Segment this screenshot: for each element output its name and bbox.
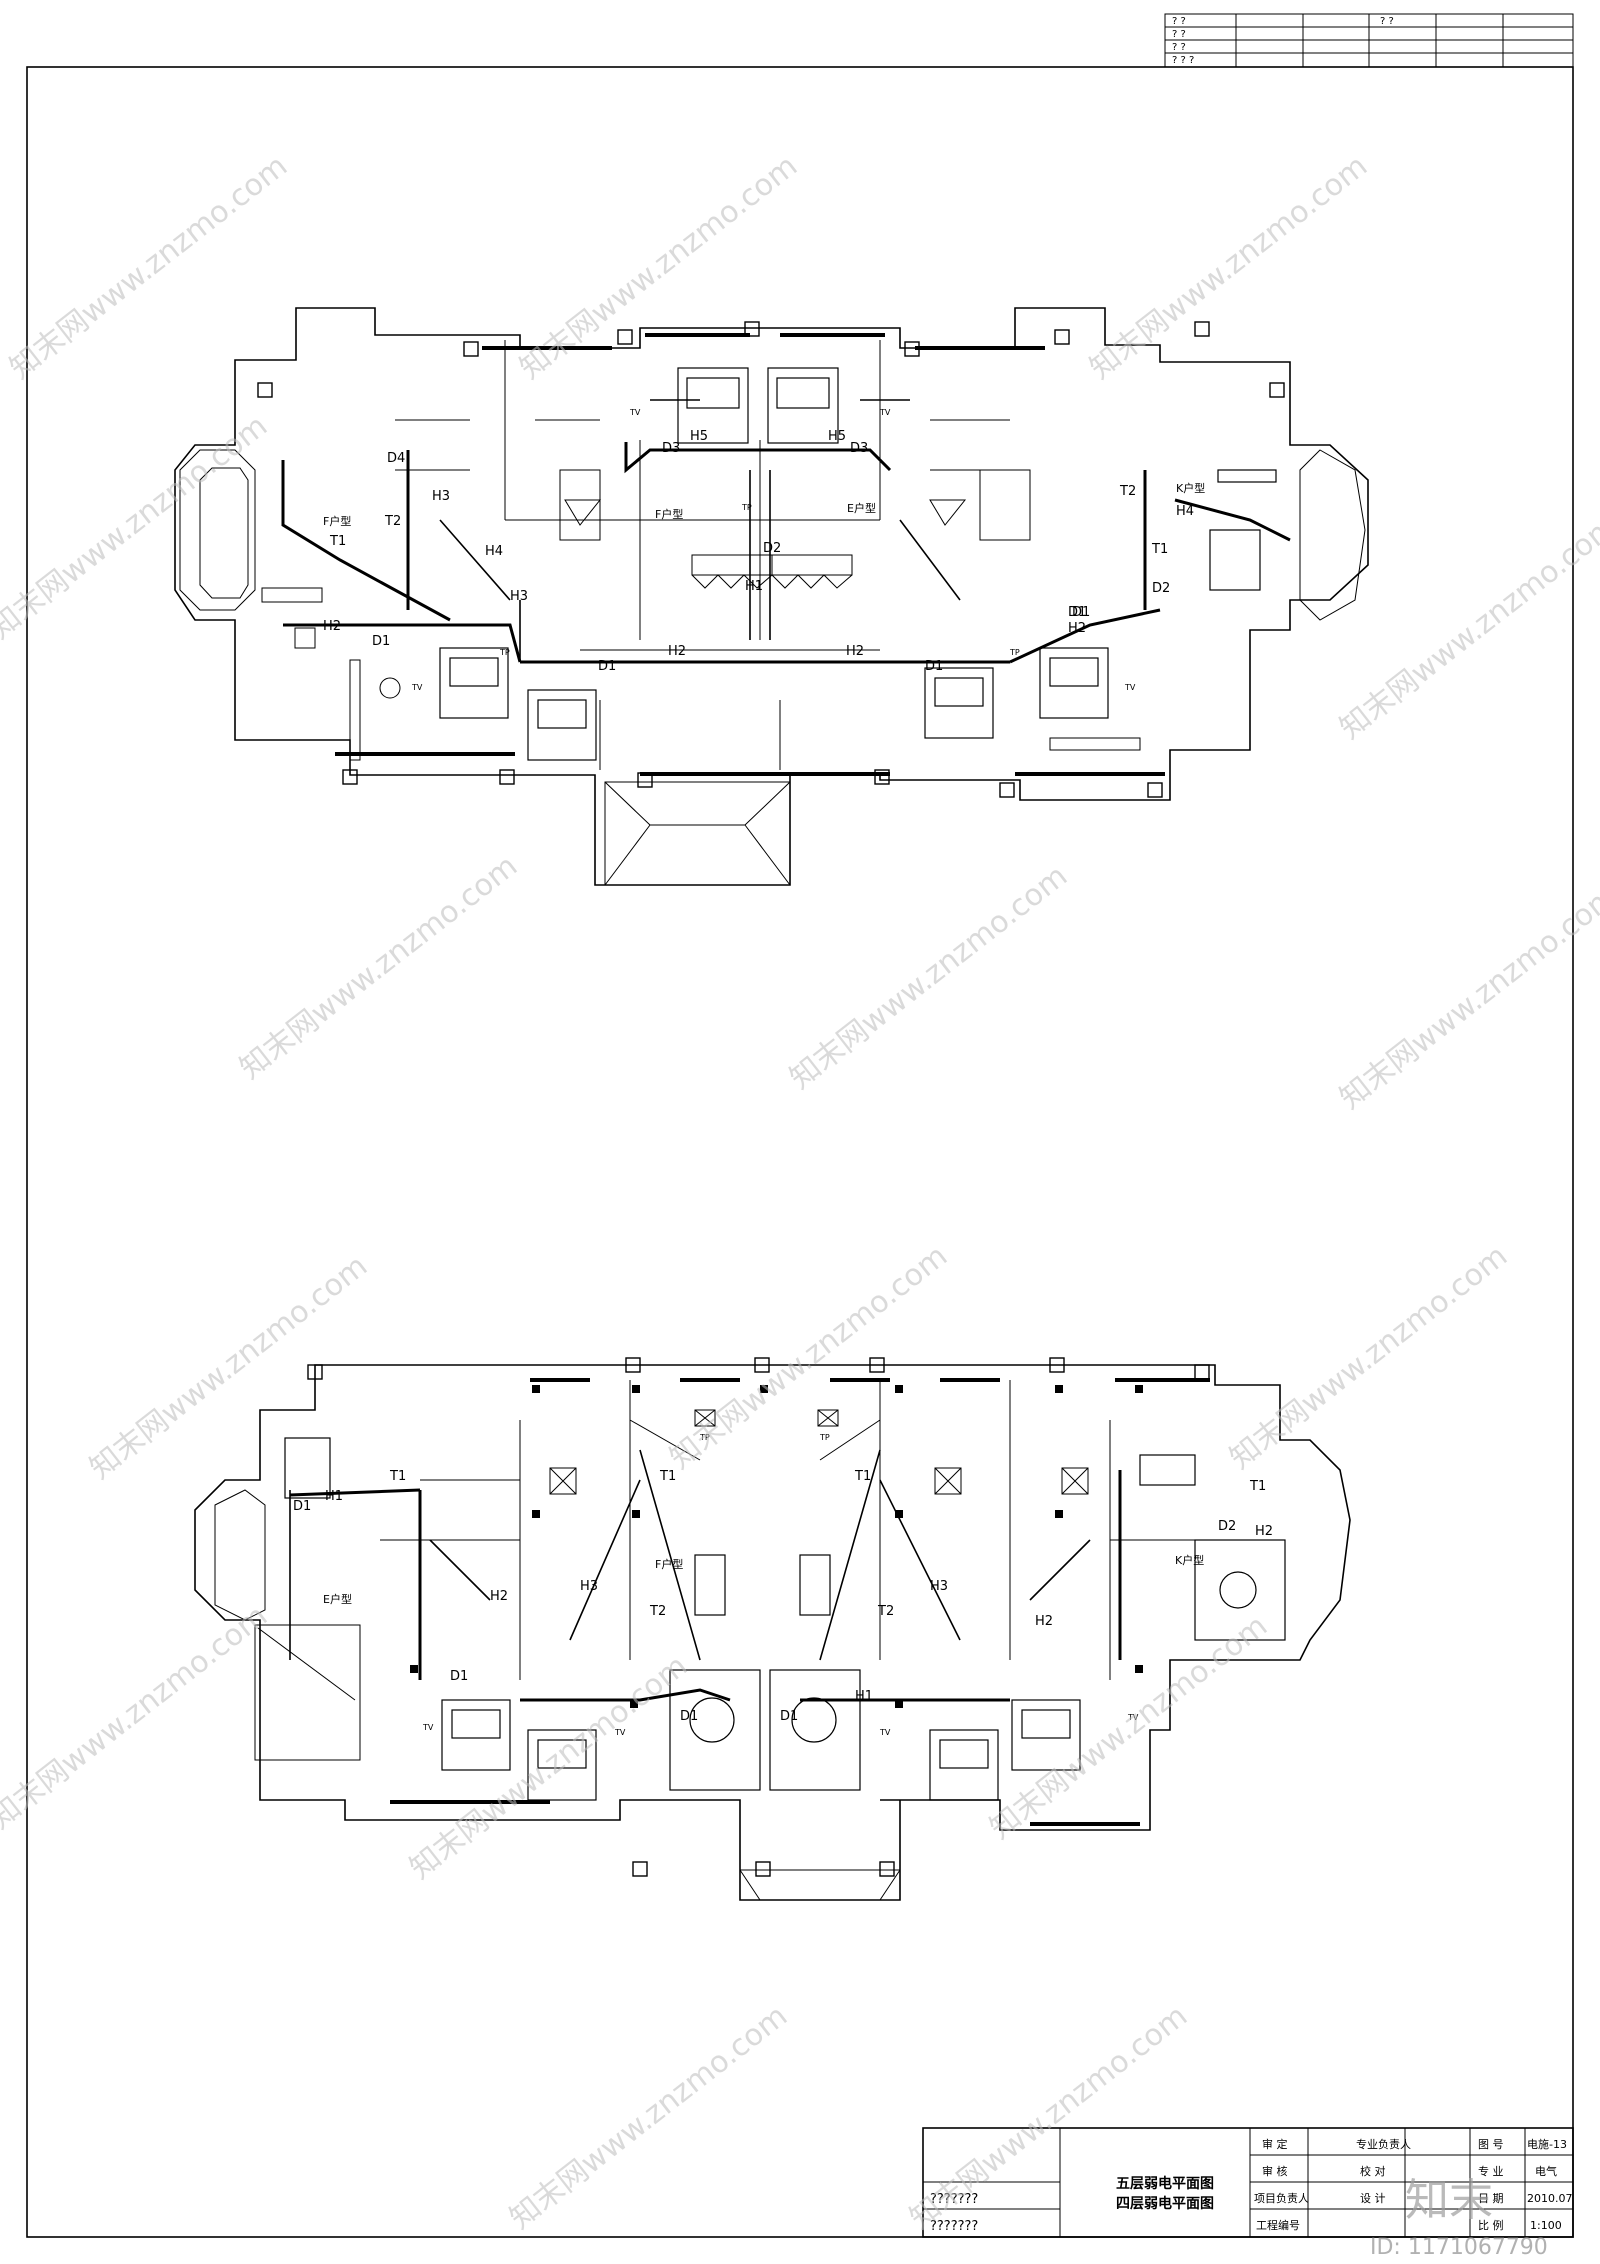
outlet-tag: TP [499, 648, 510, 657]
role-label: 审 核 [1262, 2164, 1288, 2178]
line-label: T1 [389, 1469, 406, 1484]
line-label: D3 [850, 441, 868, 456]
line-label: D1 [598, 659, 616, 674]
line-label: H3 [510, 589, 528, 604]
line-label: D1 [372, 634, 390, 649]
scale-value: 1:100 [1530, 2219, 1562, 2232]
line-label: D2 [1218, 1519, 1236, 1534]
title-block: ??????? ??????? 五层弱电平面图 四层弱电平面图 审 定 审 核 … [922, 2127, 1574, 2238]
left-code: ??????? [930, 2219, 978, 2234]
unit-label: F户型 [323, 514, 351, 528]
line-label: H2 [323, 619, 341, 634]
outlet-tag: TV [879, 1728, 891, 1737]
line-label: H2 [668, 644, 686, 659]
line-label: H2 [490, 1589, 508, 1604]
line-label: T1 [329, 534, 346, 549]
lower-floor-plan: E户型 F户型 K户型 D1 D1 D1 D1 H1 H1 H2 H2 H3 H… [194, 1357, 1351, 1901]
date-value: 2010.07 [1527, 2192, 1573, 2205]
field-label: 比 例 [1478, 2218, 1504, 2232]
revision-cell: ? ? ? [1172, 55, 1194, 66]
field-label: 专 业 [1478, 2164, 1504, 2178]
line-label: D1 [450, 1669, 468, 1684]
drawing-title: 四层弱电平面图 [1116, 2195, 1214, 2212]
outlet-tag: TV [879, 408, 891, 417]
line-label: D2 [763, 541, 781, 556]
line-label: H5 [690, 429, 708, 444]
revision-cell: ? ? [1172, 29, 1186, 40]
line-label: H1 [855, 1689, 873, 1704]
unit-label: K户型 [1175, 1553, 1204, 1567]
line-label: H1 [745, 579, 763, 594]
line-label: H1 [325, 1489, 343, 1504]
line-label: H5 [828, 429, 846, 444]
role-label: 工程编号 [1256, 2218, 1300, 2232]
watermark-brand: 知末 [1405, 2175, 1493, 2226]
specialty-value: 电气 [1535, 2164, 1557, 2178]
unit-label: K户型 [1176, 481, 1205, 495]
outlet-tag: TP [699, 1433, 710, 1442]
line-label: T1 [659, 1469, 676, 1484]
line-label: D1 [780, 1709, 798, 1724]
line-label: T2 [1119, 484, 1136, 499]
line-label: D2 [1152, 581, 1170, 596]
line-label: D1 [680, 1709, 698, 1724]
sheet-border [26, 66, 1574, 2238]
line-label: D1 [1068, 605, 1086, 620]
outlet-tag: TP [819, 1433, 830, 1442]
left-code: ??????? [930, 2192, 978, 2207]
role-label: 校 对 [1360, 2164, 1386, 2178]
upper-floor-plan: F户型 F户型 E户型 K户型 D1 D1 D1 D1 D2 D3 D3 D4 … [174, 307, 1369, 886]
field-label: 日 期 [1478, 2192, 1504, 2205]
outlet-tag: TV [629, 408, 641, 417]
line-label: T2 [649, 1604, 666, 1619]
unit-label: F户型 [655, 1557, 683, 1571]
line-label: T2 [877, 1604, 894, 1619]
role-label: 审 定 [1262, 2137, 1288, 2151]
line-label: D4 [387, 451, 405, 466]
watermark-id: ID: 1171067790 [1370, 2235, 1548, 2260]
line-label: T2 [384, 514, 401, 529]
unit-label: E户型 [847, 501, 876, 515]
drawing-number: 电施-13 [1527, 2138, 1567, 2151]
line-label: T1 [854, 1469, 871, 1484]
role-label: 专业负责人 [1356, 2137, 1411, 2151]
outlet-tag: TP [741, 503, 752, 512]
line-label: D1 [925, 659, 943, 674]
line-label: H3 [580, 1579, 598, 1594]
line-label: D1 [293, 1499, 311, 1514]
drawing-title: 五层弱电平面图 [1116, 2175, 1214, 2192]
outlet-tag: TV [1127, 1713, 1139, 1722]
line-label: H2 [1068, 621, 1086, 636]
unit-label: E户型 [323, 1592, 352, 1606]
line-label: D3 [662, 441, 680, 456]
unit-label: F户型 [655, 507, 683, 521]
line-label: H4 [1176, 504, 1194, 519]
line-label: H2 [1255, 1524, 1273, 1539]
role-label: 设 计 [1360, 2192, 1386, 2205]
line-label: H3 [930, 1579, 948, 1594]
line-label: H3 [432, 489, 450, 504]
outlet-tag: TV [422, 1723, 434, 1732]
outlet-tag: TV [1124, 683, 1136, 692]
line-label: H2 [846, 644, 864, 659]
line-label: H4 [485, 544, 503, 559]
outlet-tag: TV [614, 1728, 626, 1737]
line-label: D1 [1072, 605, 1090, 620]
role-label: 项目负责人 [1254, 2191, 1309, 2205]
field-label: 图 号 [1478, 2138, 1504, 2151]
line-label: T1 [1151, 542, 1168, 557]
line-label: H2 [1035, 1614, 1053, 1629]
outlet-tag: TP [1009, 648, 1020, 657]
revision-table: ? ? ? ? ? ? ? ? ? ? ? [1164, 13, 1574, 68]
revision-cell: ? ? [1172, 16, 1186, 27]
revision-cell: ? ? [1380, 16, 1394, 27]
line-label: T1 [1249, 1479, 1266, 1494]
revision-cell: ? ? [1172, 42, 1186, 53]
outlet-tag: TV [411, 683, 423, 692]
